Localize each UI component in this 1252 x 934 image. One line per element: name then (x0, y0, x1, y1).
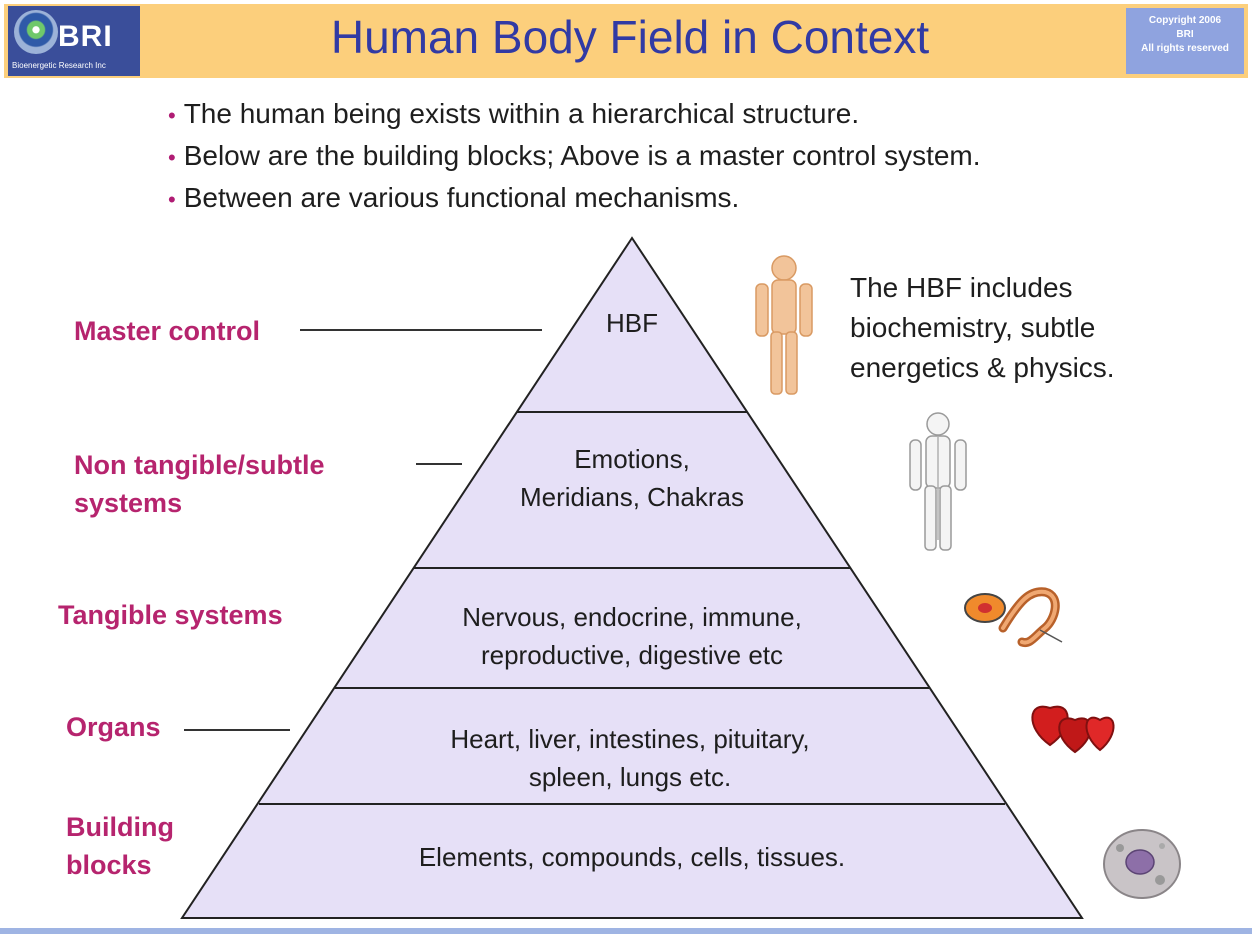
note-line: The HBF includes (850, 272, 1073, 303)
tier-text-line: reproductive, digestive etc (480, 640, 784, 670)
bullet-dot-icon: • (168, 187, 176, 212)
bri-logo: BRI Bioenergetic Research Inc (8, 6, 140, 76)
copyright-line: Copyright 2006 (1148, 15, 1222, 26)
pyramid-shape (180, 236, 1084, 919)
tier-text-line: spleen, lungs etc. (528, 762, 732, 792)
label-line: Non tangible/subtle (74, 450, 325, 480)
tier-text-line: Heart, liver, intestines, pituitary, (450, 724, 810, 754)
label-master-control: Master control (74, 316, 261, 346)
logo-orb-icon (14, 10, 58, 54)
tier-text-line: Meridians, Chakras (520, 482, 744, 512)
tier-text-hbf: HBF (562, 304, 702, 342)
label-tangible-systems: Tangible systems (58, 600, 283, 630)
bullet-dot-icon: • (168, 103, 176, 128)
tier-text-line: HBF (606, 308, 658, 338)
label-building-blocks: Building blocks (66, 808, 174, 884)
copyright-line: BRI (1176, 29, 1194, 40)
tier-text-building-blocks: Elements, compounds, cells, tissues. (292, 838, 972, 876)
bottom-bar (0, 928, 1252, 934)
tier-text-line: Emotions, (574, 444, 690, 474)
bullet-item: • The human being exists within a hierarc… (168, 96, 981, 138)
hbf-side-note: The HBF includes biochemistry, subtle en… (850, 268, 1115, 388)
cell-worm-icon (964, 587, 1063, 648)
page-title: Human Body Field in Context (330, 11, 930, 63)
bullet-item: • Below are the building blocks; Above is… (168, 138, 981, 180)
tier-text-subtle: Emotions, Meridians, Chakras (432, 440, 832, 516)
bullet-text: The human being exists within a hierarch… (183, 98, 860, 129)
human-figure-icon (755, 255, 813, 395)
bullet-text: Below are the building blocks; Above is … (183, 140, 981, 171)
tier-text-tangible: Nervous, endocrine, immune, reproductive… (362, 598, 902, 674)
bullet-text: Between are various functional mechanism… (183, 182, 740, 213)
copyright-line: All rights reserved (1141, 43, 1229, 54)
logo-subtext: Bioenergetic Research Inc (12, 61, 106, 70)
tier-text-line: Nervous, endocrine, immune, (462, 602, 802, 632)
label-line: Building (66, 812, 174, 842)
copyright-badge: Copyright 2006 BRI All rights reserved (1126, 8, 1244, 74)
title-bar (4, 4, 1248, 78)
note-line: energetics & physics. (850, 352, 1115, 383)
bullet-dot-icon: • (168, 145, 176, 170)
label-non-tangible: Non tangible/subtle systems (74, 446, 325, 522)
label-line: systems (74, 488, 183, 518)
cell-icon (1103, 829, 1181, 899)
nervous-system-figure-icon (909, 412, 967, 551)
label-line: blocks (66, 850, 152, 880)
tier-text-line: Elements, compounds, cells, tissues. (418, 842, 846, 872)
bullet-item: • Between are various functional mechanis… (168, 180, 981, 222)
tier-text-organs: Heart, liver, intestines, pituitary, spl… (330, 720, 930, 796)
logo-text: BRI (58, 20, 113, 53)
note-line: biochemistry, subtle (850, 312, 1096, 343)
label-organs: Organs (66, 712, 161, 742)
hearts-icon (1031, 705, 1115, 754)
bullet-list: • The human being exists within a hierarc… (168, 96, 981, 222)
